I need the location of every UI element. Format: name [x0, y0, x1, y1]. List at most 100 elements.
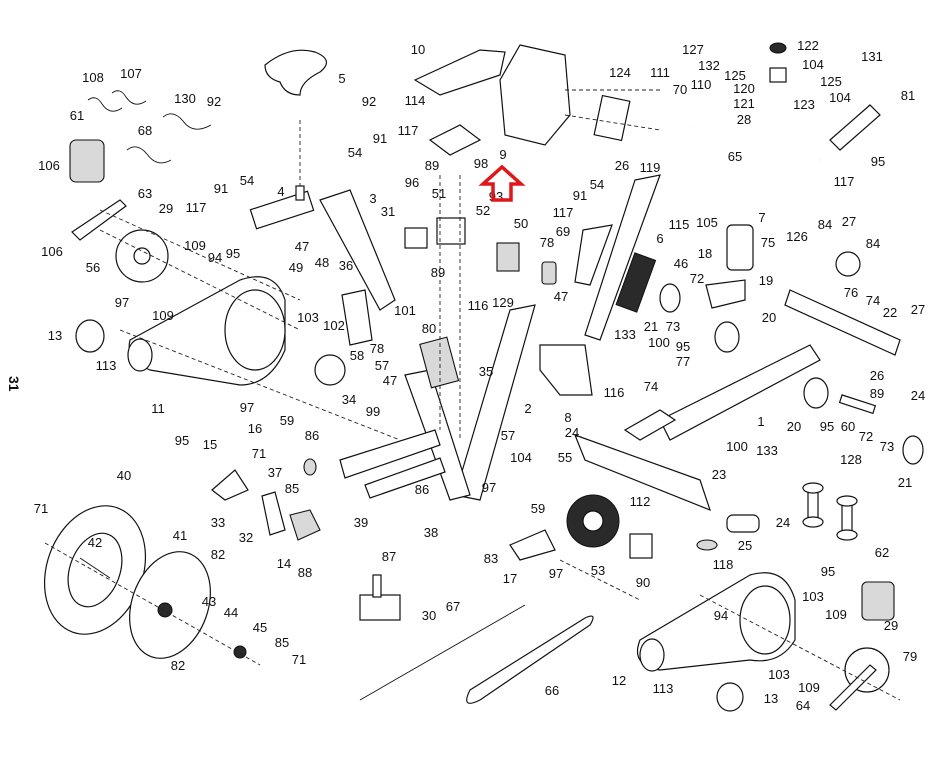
end-cap-24: [726, 514, 760, 533]
callout-114: 114: [405, 93, 426, 108]
grip-35: [419, 336, 460, 389]
callout-47: 47: [295, 239, 309, 254]
callout-118: 118: [713, 557, 734, 572]
callout-11: 11: [151, 401, 165, 416]
shroud-11-cap: [127, 338, 153, 372]
bracket-124: [593, 94, 631, 142]
bracket-102: [314, 354, 346, 386]
callout-49: 49: [289, 260, 303, 275]
callout-31: 31: [381, 204, 395, 219]
motor-30-shaft: [372, 574, 382, 598]
callout-122: 122: [797, 38, 819, 53]
callout-129: 129: [492, 295, 514, 310]
callout-72: 72: [859, 429, 873, 444]
callout-109: 109: [825, 607, 847, 622]
cable-108: [87, 97, 123, 112]
dumbbell-128-a: [802, 482, 824, 528]
callout-108: 108: [82, 70, 104, 85]
callout-81: 81: [901, 88, 915, 103]
callout-90: 90: [636, 575, 650, 590]
callout-16: 16: [248, 421, 262, 436]
callout-91: 91: [573, 188, 587, 203]
callout-92: 92: [207, 94, 221, 109]
callout-61: 61: [70, 108, 84, 123]
cable-130: [162, 113, 212, 130]
assembly-line: [699, 594, 901, 701]
page-number: 31: [6, 376, 22, 392]
callout-89: 89: [425, 158, 439, 173]
console-9: [499, 44, 571, 146]
callout-126: 126: [786, 229, 808, 244]
slider-bracket: [339, 429, 441, 479]
handle-69: [574, 224, 613, 286]
callout-100: 100: [726, 439, 748, 454]
callout-94: 94: [714, 608, 728, 623]
callout-113: 113: [96, 358, 117, 373]
callout-109: 109: [152, 308, 174, 323]
callout-59: 59: [531, 501, 545, 516]
callout-97: 97: [482, 480, 496, 495]
callout-109: 109: [184, 238, 206, 253]
callout-97: 97: [549, 566, 563, 581]
callout-54: 54: [348, 145, 362, 160]
callout-9: 9: [499, 147, 506, 162]
flywheel-53-hub: [582, 510, 604, 532]
callout-30: 30: [422, 608, 436, 623]
disc-40-inner: [67, 532, 123, 608]
callout-20: 20: [787, 419, 801, 434]
callout-95: 95: [676, 339, 690, 354]
callout-91: 91: [214, 181, 228, 196]
bracket-112: [629, 533, 653, 559]
slider-bracket-2: [364, 457, 446, 499]
assembly-line: [44, 542, 261, 666]
callout-116: 116: [604, 385, 625, 400]
callout-133: 133: [614, 327, 636, 342]
callout-62: 62: [875, 545, 889, 560]
callout-104: 104: [802, 57, 824, 72]
guard-8: [539, 344, 593, 396]
callout-72: 72: [690, 271, 704, 286]
callout-106: 106: [38, 158, 60, 173]
callout-54: 54: [590, 177, 604, 192]
callout-121: 121: [733, 96, 755, 111]
board-50: [496, 242, 520, 272]
callout-8: 8: [564, 410, 571, 425]
callout-89: 89: [431, 265, 445, 280]
callout-117: 117: [398, 123, 419, 138]
callout-117: 117: [834, 174, 855, 189]
callout-73: 73: [666, 319, 680, 334]
base-frame-1: [659, 344, 821, 441]
cover-18: [705, 279, 746, 309]
callout-85: 85: [275, 635, 289, 650]
callout-58: 58: [350, 348, 364, 363]
cord-67: [359, 604, 526, 701]
callout-65: 65: [728, 149, 742, 164]
grip-78: [541, 261, 557, 285]
callout-75: 75: [761, 235, 775, 250]
plate-74: [623, 409, 677, 441]
callout-95: 95: [175, 433, 189, 448]
callout-111: 111: [650, 65, 670, 80]
callout-89: 89: [870, 386, 884, 401]
callout-77: 77: [676, 354, 690, 369]
axle-42: [79, 557, 111, 579]
callout-57: 57: [501, 428, 515, 443]
stabilizer-23: [573, 433, 711, 512]
callout-52: 52: [476, 203, 490, 218]
callout-100: 100: [648, 335, 670, 350]
callout-53: 53: [591, 563, 605, 578]
dumbbell-128-b: [836, 495, 858, 541]
belt-66: [466, 615, 594, 704]
callout-99: 99: [366, 404, 380, 419]
bellows-19: [726, 224, 754, 271]
callout-117: 117: [186, 200, 207, 215]
shroud-12-opening: [739, 585, 791, 655]
callout-92: 92: [362, 94, 376, 109]
cover-36: [341, 289, 373, 346]
handlebar-7-inner: [684, 127, 822, 195]
callout-85: 85: [285, 481, 299, 496]
grip-46: [615, 252, 657, 313]
disc-41-hub: [157, 602, 173, 618]
callout-40: 40: [117, 468, 131, 483]
callout-21: 21: [898, 475, 912, 490]
